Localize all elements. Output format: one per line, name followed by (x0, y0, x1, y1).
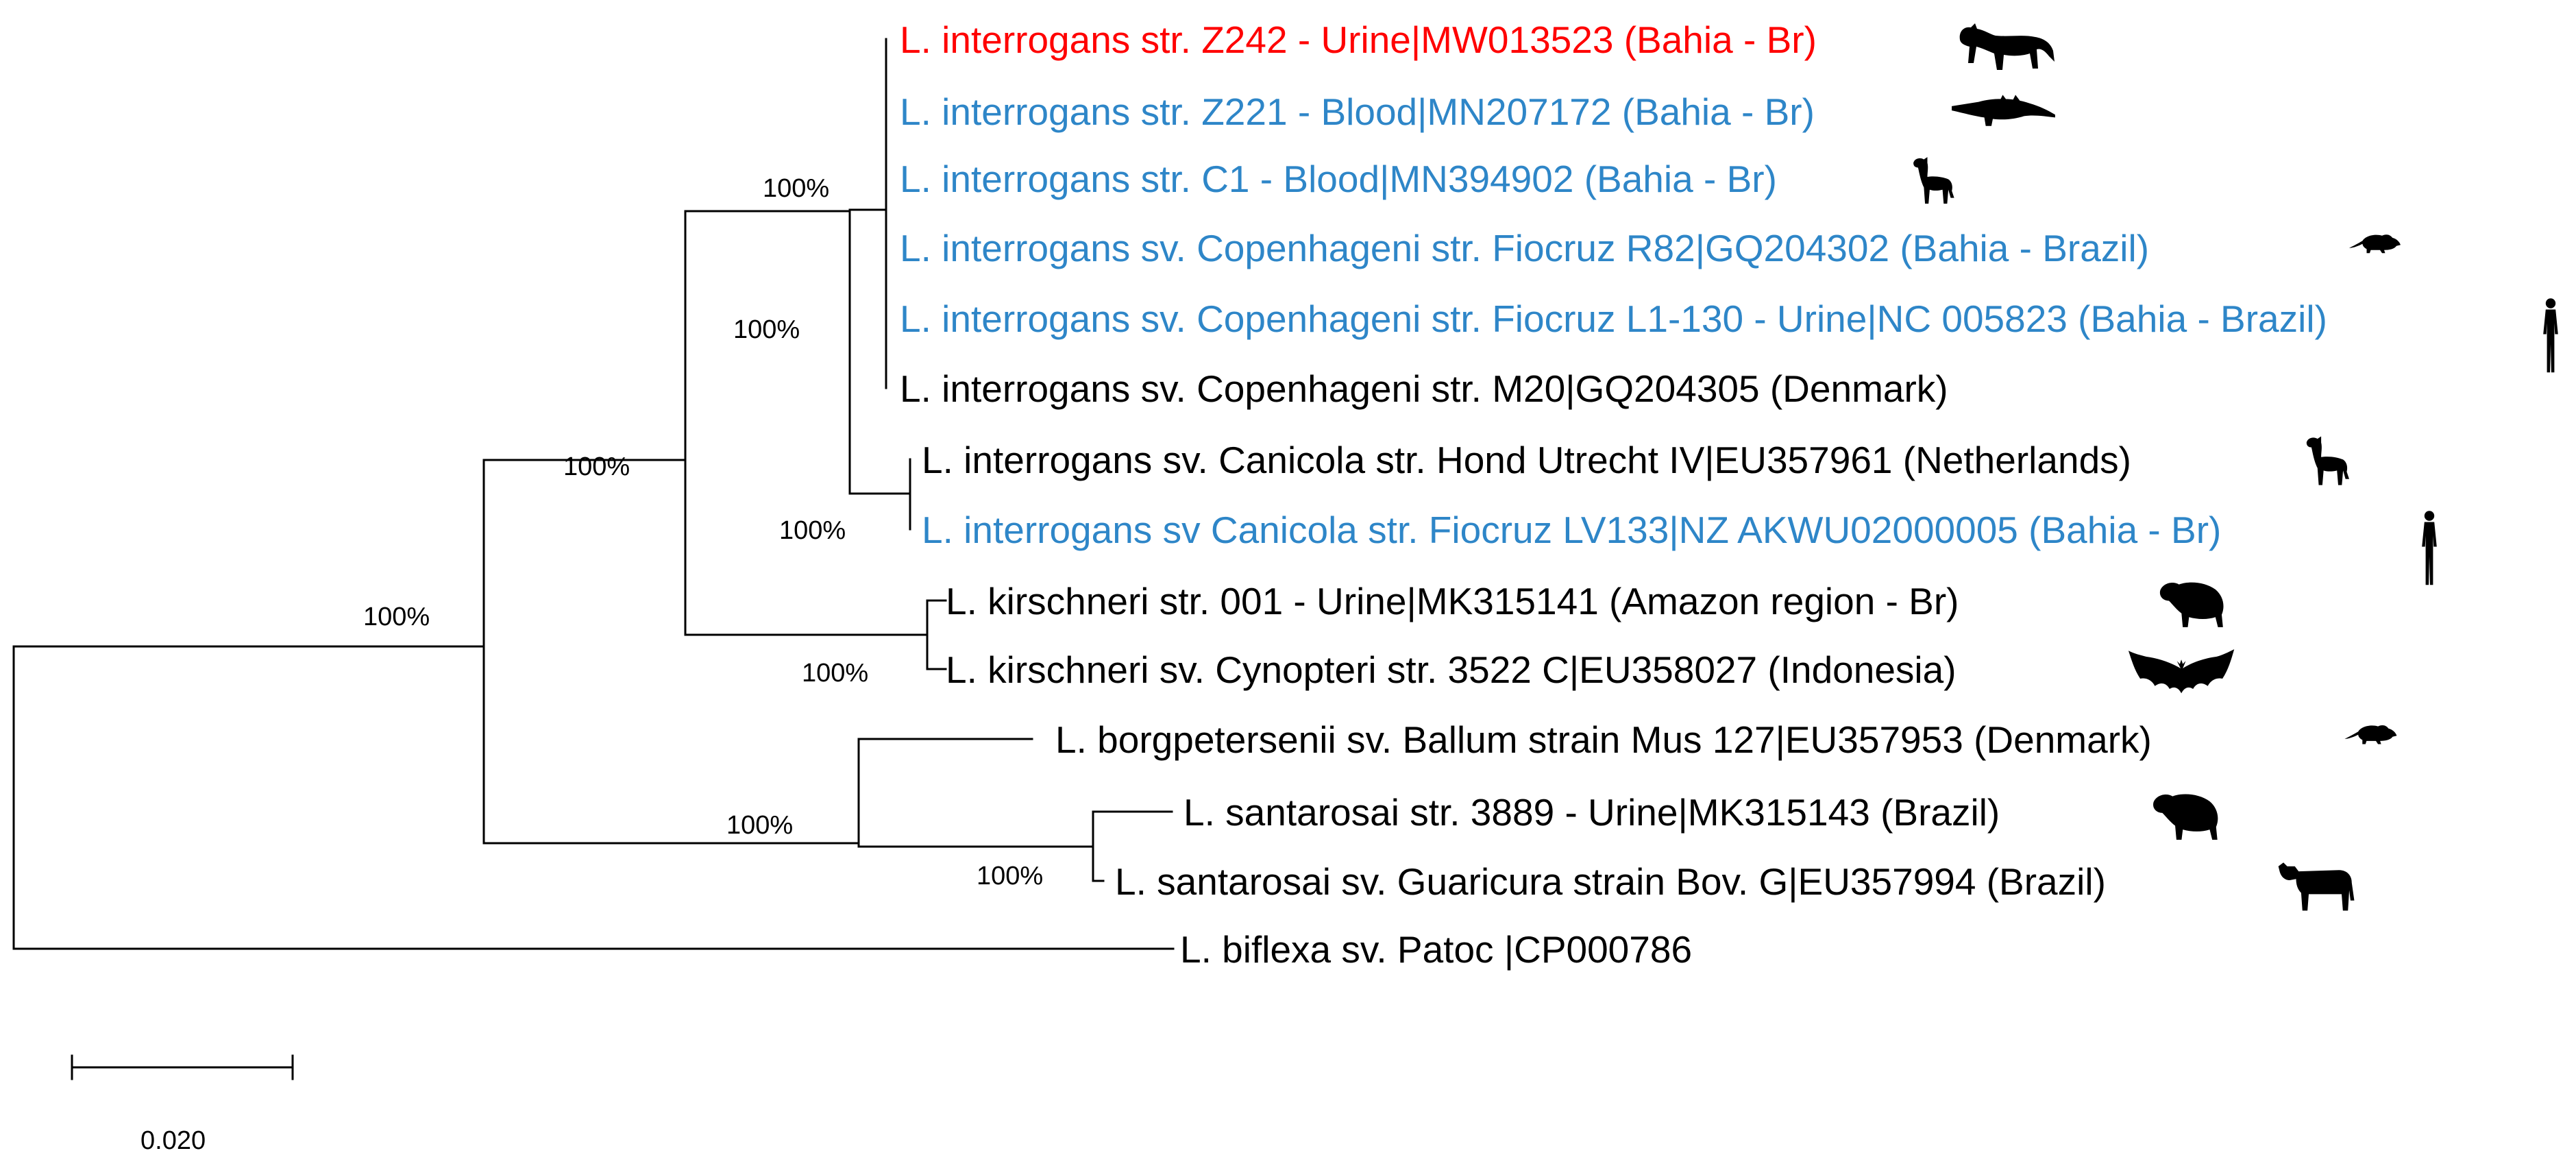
support-value: 100% (763, 174, 829, 203)
leaf-labels: L. interrogans str. Z242 - Urine|MW01352… (900, 19, 2327, 971)
leaf-label: L. interrogans str. Z242 - Urine|MW01352… (900, 19, 1817, 61)
leaf-label: L. interrogans str. Z221 - Blood|MN20717… (900, 90, 1815, 133)
support-value: 100% (779, 516, 846, 545)
tree-branches (12, 38, 1175, 950)
support-value: 100% (563, 452, 630, 481)
leaf-label: L. interrogans sv. Copenhageni str. M20|… (900, 367, 1948, 410)
leaf-label: L. biflexa sv. Patoc |CP000786 (1180, 928, 1692, 971)
bat-icon (2128, 649, 2235, 694)
dog-icon (1913, 157, 1954, 204)
cow-icon (2278, 862, 2355, 911)
support-values: 100% 100% 100% 100% 100% 100% 100% 100% (363, 174, 1043, 890)
leaf-label: L. interrogans sv. Copenhageni str. Fioc… (900, 298, 2327, 340)
leaf-label: L. santarosai str. 3889 - Urine|MK315143… (1183, 791, 2000, 834)
jaguar-icon (1959, 23, 2054, 70)
dog-icon (2306, 436, 2349, 485)
support-value: 100% (726, 811, 793, 840)
human-icon (2543, 298, 2558, 373)
leaf-label: L. kirschneri str. 001 - Urine|MK315141 … (946, 580, 1959, 622)
capybara-icon (2159, 582, 2224, 627)
leaf-label: L. interrogans sv. Copenhageni str. Fioc… (900, 227, 2149, 269)
support-value: 100% (733, 315, 800, 344)
support-value: 100% (802, 659, 868, 688)
scale-bar: 0.020 (71, 1054, 294, 1155)
scale-bar-label: 0.020 (140, 1126, 206, 1155)
support-value: 100% (363, 603, 430, 631)
leaf-label: L. kirschneri sv. Cynopteri str. 3522 C|… (946, 648, 1956, 691)
support-value: 100% (977, 862, 1043, 890)
leaf-label: L. interrogans str. C1 - Blood|MN394902 … (900, 158, 1777, 200)
human-icon (2422, 511, 2437, 585)
leaf-label: L. interrogans sv Canicola str. Fiocruz … (922, 509, 2221, 551)
leaf-label: L. borgpetersenii sv. Ballum strain Mus … (1055, 718, 2152, 761)
leaf-label: L. interrogans sv. Canicola str. Hond Ut… (922, 439, 2131, 481)
capybara-icon (2153, 794, 2218, 840)
rat-icon (2349, 234, 2401, 254)
leaf-label: L. santarosai sv. Guaricura strain Bov. … (1115, 860, 2106, 903)
caiman-icon (1952, 95, 2055, 126)
rat-icon (2344, 725, 2397, 744)
